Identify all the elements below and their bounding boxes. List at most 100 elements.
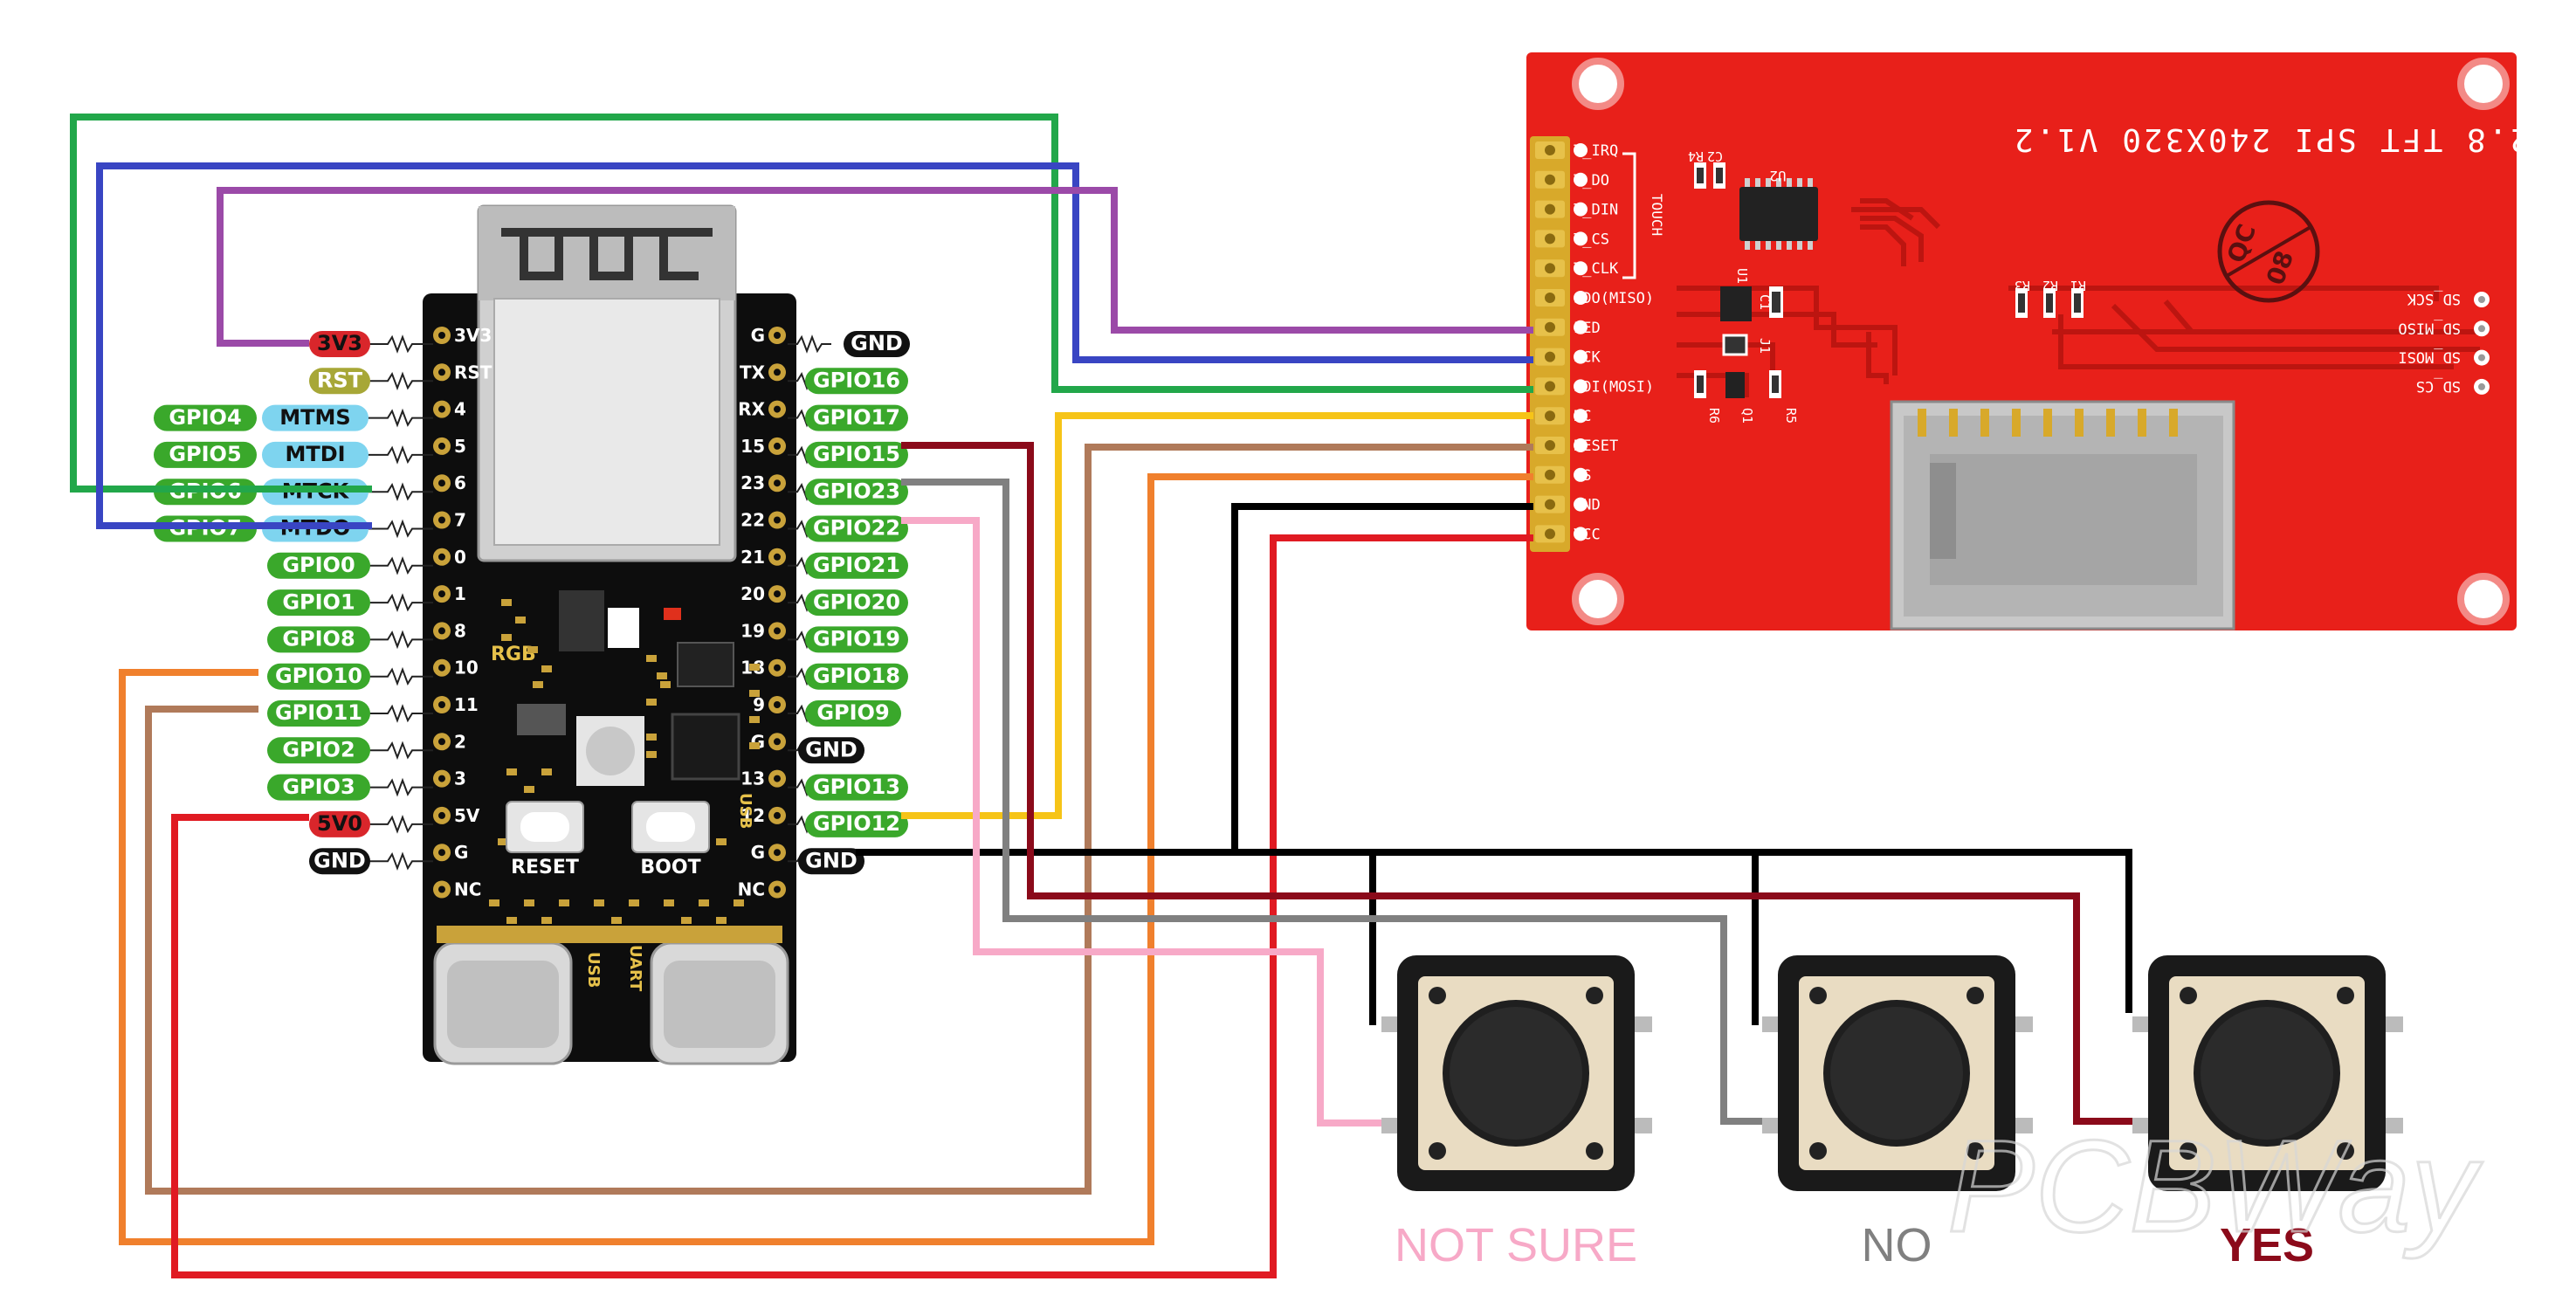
esp32-left-pin-number: 5V [454, 805, 480, 826]
tactile-button-no[interactable]: NO [1762, 955, 2033, 1271]
left-pin-label: GPIO3 [267, 774, 370, 801]
reset-silk: RESET [511, 857, 579, 878]
svg-text:GND: GND [805, 848, 858, 872]
tactile-button-not-sure[interactable]: NOT SURE [1381, 955, 1652, 1271]
svg-text:R2: R2 [2042, 278, 2058, 293]
esp32-left-pin-number: 3V3 [454, 325, 492, 346]
wire-green [70, 114, 1533, 493]
esp32-left-pin-number: 6 [454, 472, 466, 493]
mount-hole [1572, 58, 1624, 110]
left-pin-label: GPIO0 [267, 552, 370, 579]
esp32-right-pin-number: 21 [740, 547, 765, 568]
sd-pin-label: SD_SCK [2407, 290, 2461, 307]
tft-pin-label: GND [1574, 497, 1601, 514]
svg-text:GPIO15: GPIO15 [813, 442, 900, 466]
svg-text:GPIO4: GPIO4 [169, 405, 241, 430]
tft-pin-label: T_DO [1574, 172, 1609, 189]
svg-text:U2: U2 [1769, 168, 1786, 184]
svg-text:3V3: 3V3 [317, 331, 362, 355]
right-pin-label: GND [844, 331, 910, 357]
tft-pin-labels: T_IRQT_DOT_DINT_CST_CLKSDO(MISO)LEDSCKSD… [1574, 142, 1654, 543]
button-label: NOT SURE [1395, 1219, 1637, 1271]
svg-text:R6: R6 [1706, 408, 1722, 424]
watermark-logo: PCBWay [1947, 1113, 2483, 1259]
right-pin-label: GND [798, 848, 864, 875]
reset-button[interactable] [506, 801, 584, 853]
esp32-right-pin-number: 22 [740, 510, 765, 531]
esp32-right-labels: GNDGPIO16GPIO17GPIO15GPIO23GPIO22GPIO21G… [788, 331, 910, 875]
left-func-label: MTDI [262, 441, 368, 468]
right-pin-label: GPIO9 [805, 700, 901, 727]
esp32-right-pin-number: RX [738, 399, 765, 420]
right-pin-label: GPIO19 [805, 626, 908, 653]
right-pin-label: GPIO16 [805, 368, 908, 395]
right-pin-label: GPIO12 [805, 810, 908, 837]
boot-silk: BOOT [640, 857, 700, 878]
left-pin-label: 5V0 [309, 810, 370, 837]
wire-black-gnd [856, 849, 2132, 1013]
svg-text:R4: R4 [1688, 148, 1704, 164]
left-gpio-label: GPIO4 [154, 404, 257, 431]
right-pin-label: GPIO17 [805, 404, 908, 431]
svg-text:RST: RST [317, 369, 363, 393]
wire-pink [901, 517, 1388, 1126]
right-pin-label: GPIO13 [805, 774, 908, 801]
mount-hole [2457, 58, 2510, 110]
sd-pin-label: SD_CS [2416, 377, 2461, 395]
esp32-right-pin-number: G [751, 842, 765, 863]
svg-text:GPIO18: GPIO18 [813, 664, 900, 688]
svg-text:GPIO9: GPIO9 [816, 700, 889, 725]
svg-text:Q1: Q1 [1739, 408, 1755, 424]
mount-hole [2457, 573, 2510, 625]
sd-pin-label: SD_MISO [2398, 319, 2461, 336]
esp32-right-pin-number: 23 [740, 472, 765, 493]
esp32-left-pin-number: RST [454, 362, 492, 382]
svg-text:C1: C1 [1757, 294, 1773, 310]
tft-pin-label: SDO(MISO) [1574, 290, 1654, 307]
tft-pin-label: DC [1574, 408, 1591, 425]
svg-text:GND: GND [805, 738, 858, 762]
touch-label: TOUCH [1649, 194, 1665, 236]
wire-darkred [901, 442, 2155, 1125]
svg-text:R3: R3 [2015, 278, 2030, 293]
tft-pin-label: T_IRQ [1574, 142, 1618, 160]
svg-text:C2: C2 [1707, 148, 1723, 164]
esp32-right-pin-number: 20 [740, 583, 765, 604]
button-label: YES [2220, 1219, 2314, 1271]
svg-text:GPIO20: GPIO20 [813, 589, 900, 614]
svg-text:GPIO5: GPIO5 [169, 442, 241, 466]
right-pin-label: GPIO20 [805, 589, 908, 617]
wire-black-tft [1231, 503, 1533, 852]
wire-purple [217, 187, 1533, 347]
wire-orange [119, 473, 1533, 1245]
tactile-button-yes[interactable]: YES [2132, 955, 2403, 1271]
tft-small-components: C2 R4 U1 C1 J1 R6 Q1 R5 R3 R2 R1 [1688, 148, 2086, 424]
esp32-left-pin-number: NC [454, 879, 481, 900]
svg-text:GPIO11: GPIO11 [275, 700, 362, 725]
esp32-left-pin-number: 0 [454, 547, 466, 568]
right-pin-label: GPIO23 [805, 479, 908, 506]
left-pin-label: 3V3 [309, 331, 370, 357]
esp32-left-pin-number: 2 [454, 731, 466, 752]
right-pin-label: GPIO18 [805, 663, 908, 690]
svg-text:J1: J1 [1757, 338, 1773, 354]
svg-text:R5: R5 [1783, 408, 1799, 424]
esp32-left-pin-number: 5 [454, 436, 466, 457]
wire-red [171, 534, 1533, 1278]
right-pin-label: GND [798, 737, 864, 764]
esp32-right-pin-number: G [751, 325, 765, 346]
esp32-right-header: GTXRX152322212019189G1312GNC [738, 325, 786, 900]
uart-silk: UART [626, 945, 644, 992]
wires [70, 114, 2155, 1278]
tft-title: 2.8 TFT SPI 240X320 V1.2 [2012, 121, 2529, 157]
wire-brown [145, 444, 1533, 1195]
uart-c-connector [650, 941, 789, 1065]
boot-button[interactable] [631, 801, 710, 853]
svg-text:GPIO0: GPIO0 [282, 553, 355, 577]
sd-card-slot [1890, 400, 2235, 630]
svg-text:R1: R1 [2070, 278, 2086, 293]
